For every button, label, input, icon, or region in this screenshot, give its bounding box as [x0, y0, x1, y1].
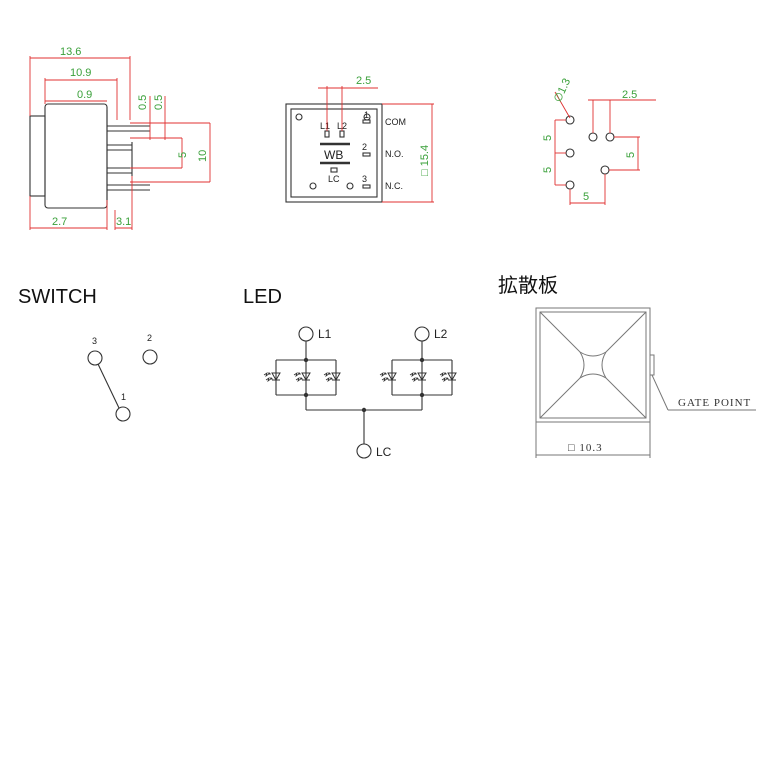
led-title: LED: [243, 286, 282, 308]
front-dimension-lines: [318, 86, 434, 203]
diffuser-gate-leader: [651, 374, 669, 411]
diffuser-facets: [539, 311, 647, 419]
front-corner-hole: [295, 113, 303, 121]
side-dim-3-1: 3.1: [116, 216, 131, 228]
led-junction: [303, 357, 309, 363]
diffuser-inner-square: [539, 311, 647, 419]
led-wiring: [275, 341, 453, 444]
pcb-hole-view: ∅1.3 2.5 5 5 5 5: [542, 77, 656, 205]
front-view: L1 L2 WB LC 1 2 3 COM N.O. N.C. 2.5 □ 15…: [285, 75, 434, 203]
side-view: 13.6 10.9 0.9 0.5 0.5 5 10 2.7 3.1: [29, 46, 211, 230]
diffuser-dimension: [535, 422, 651, 458]
switch-pin-2-label: 2: [147, 333, 152, 343]
switch-pin-1-label: 1: [121, 392, 126, 402]
pcb-hole: [565, 180, 575, 190]
front-inner-frame: [290, 108, 378, 198]
switch-schematic: SWITCH 3 2 1: [18, 286, 158, 422]
led-label-l1: L1: [318, 327, 332, 341]
pcb-dim-5-d: 5: [583, 191, 589, 203]
pcb-dim-2-5: 2.5: [622, 89, 637, 101]
front-corner-hole: [346, 182, 354, 190]
switch-contact-1: [115, 406, 131, 422]
diffuser-gate: [649, 354, 655, 376]
led-diode-icon: [323, 372, 341, 383]
pcb-hole: [605, 132, 615, 142]
switch-pin-3-label: 3: [92, 336, 97, 346]
led-node-l1: [298, 326, 314, 342]
led-junction: [419, 357, 425, 363]
led-diodes: [263, 372, 457, 383]
pcb-hole: [565, 148, 575, 158]
diffuser-dim-label: □ 10.3: [568, 442, 603, 454]
side-dim-13-6: 13.6: [60, 46, 81, 58]
front-label-wb: WB: [324, 148, 343, 162]
pcb-dim-dia: ∅1.3: [552, 77, 573, 105]
led-junction: [361, 407, 367, 413]
led-label-l2: L2: [434, 327, 448, 341]
side-dim-2-7: 2.7: [52, 216, 67, 228]
side-dim-0-9: 0.9: [77, 89, 92, 101]
front-pin-pad-2: [362, 152, 371, 157]
led-junction: [419, 392, 425, 398]
side-dim-10-9: 10.9: [70, 67, 91, 79]
front-led-pad: [324, 130, 330, 138]
switch-title: SWITCH: [18, 286, 97, 308]
front-terminal-com: COM: [385, 117, 406, 127]
led-diode-icon: [263, 372, 281, 383]
front-label-l1: L1: [320, 121, 330, 131]
switch-contact-2: [142, 349, 158, 365]
front-dim-2-5: 2.5: [356, 75, 371, 87]
diffuser-title: 拡散板: [498, 274, 558, 297]
front-pin-pad-3: [362, 184, 371, 189]
front-lc-pad: [330, 167, 338, 173]
front-label-lc: LC: [328, 174, 340, 184]
pcb-dimension-lines: [554, 91, 656, 205]
side-actuator: [29, 115, 46, 197]
front-pin-1: 1: [364, 110, 369, 120]
led-node-l2: [414, 326, 430, 342]
side-pins: [107, 125, 150, 191]
pcb-dim-5-a: 5: [542, 135, 554, 141]
led-label-lc: LC: [376, 445, 392, 459]
pcb-dim-5-b: 5: [542, 167, 554, 173]
diffuser-gate-label: GATE POINT: [678, 397, 751, 409]
side-dim-0-5-a: 0.5: [137, 95, 149, 110]
front-terminal-nc: N.C.: [385, 181, 403, 191]
front-outer-frame: [285, 103, 383, 203]
led-diode-icon: [439, 372, 457, 383]
front-terminal-no: N.O.: [385, 149, 404, 159]
pcb-hole: [588, 132, 598, 142]
side-dimension-lines: [29, 56, 211, 230]
front-pin-pad-1: [362, 119, 371, 124]
side-dim-0-5-b: 0.5: [153, 95, 165, 110]
pcb-dim-5-c: 5: [625, 152, 637, 158]
side-dim-5: 5: [177, 152, 189, 158]
side-dim-10: 10: [197, 150, 209, 162]
led-junction: [303, 392, 309, 398]
front-led-pad: [339, 130, 345, 138]
front-pin-3: 3: [362, 174, 367, 184]
front-corner-hole: [309, 182, 317, 190]
switch-lever: [97, 363, 120, 409]
front-dim-15-4: □ 15.4: [419, 145, 431, 176]
led-diode-icon: [409, 372, 427, 383]
switch-contact-3: [87, 350, 103, 366]
pcb-hole: [600, 165, 610, 175]
led-schematic: LED L1 L2 LC: [243, 286, 457, 459]
front-pin-2: 2: [362, 142, 367, 152]
led-diode-icon: [379, 372, 397, 383]
led-node-lc: [356, 443, 372, 459]
diffuser-drawing: 拡散板 GATE POINT □ 10.3: [498, 274, 756, 458]
side-housing: [44, 103, 108, 209]
led-diode-icon: [293, 372, 311, 383]
